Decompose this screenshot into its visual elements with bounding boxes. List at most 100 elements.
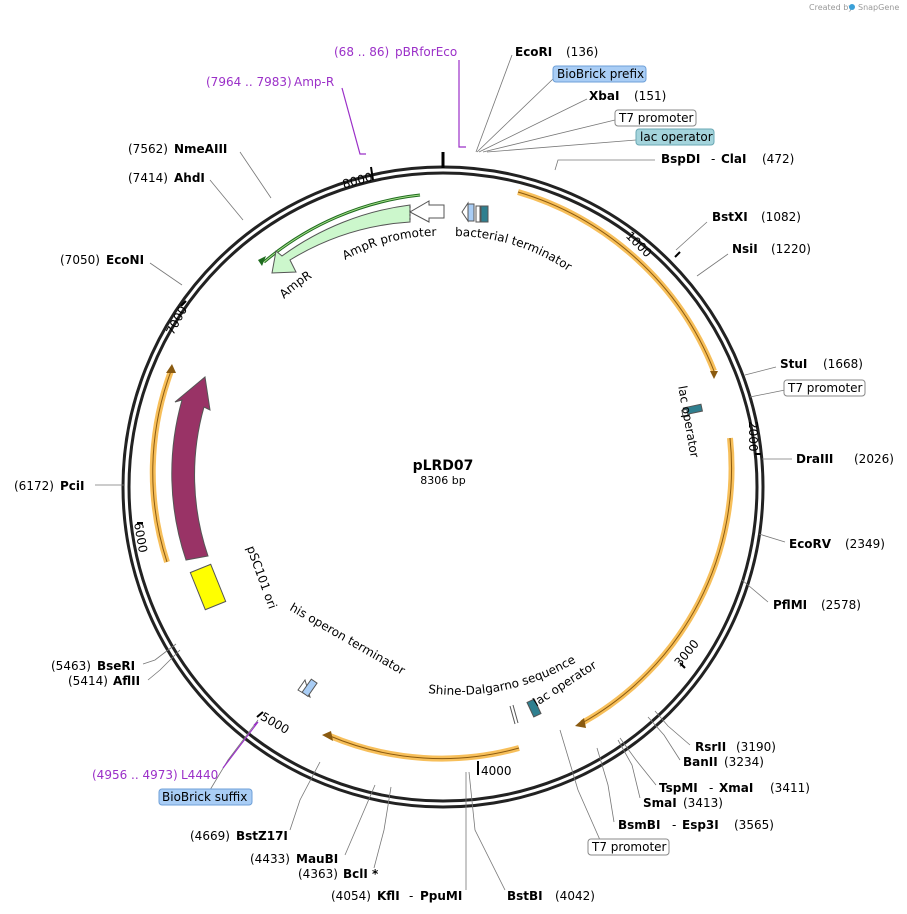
tick-label-5000: 5000 xyxy=(258,709,291,736)
enzyme-draiii-pos: (2026) xyxy=(854,452,894,466)
orf-arrowhead-right xyxy=(575,718,586,728)
enzyme-bcli-pos: (4363) xyxy=(298,867,338,881)
enzyme-nsii-pos: (1220) xyxy=(771,242,811,256)
psc101-ori-block xyxy=(189,563,227,611)
ampr-orf-arrowhead xyxy=(258,256,266,266)
enzyme-ahdi-name[interactable]: AhdI xyxy=(174,171,205,185)
psc101-ori-label: pSC101 ori xyxy=(244,544,280,611)
enzyme-pcii-name[interactable]: PciI xyxy=(60,479,85,493)
enzyme-beseri-name[interactable]: BseRI xyxy=(97,659,135,673)
biobrick-prefix-box xyxy=(552,65,647,83)
ampr-orf-line-highlight xyxy=(263,194,421,263)
enzyme-kfli-name[interactable]: KflI xyxy=(377,889,400,903)
enzyme-xmai-name[interactable]: XmaI xyxy=(719,781,753,795)
orf-arrowhead-top-right xyxy=(710,371,718,379)
enzyme-econi-name[interactable]: EcoNI xyxy=(106,253,144,267)
enzyme-tspmi-name[interactable]: TspMI xyxy=(659,781,698,795)
t7-promoter-mark-right xyxy=(681,408,689,418)
primer-ampr-name: Amp-R xyxy=(294,75,334,89)
orf-arc-bottom xyxy=(328,733,520,762)
primer-pbrforeco-line xyxy=(458,60,466,148)
primers xyxy=(222,60,466,769)
enzyme-bsmbi-name[interactable]: BsmBI xyxy=(618,818,660,832)
t7-promoter-bottom-box xyxy=(587,838,670,856)
enzyme-nsii-name[interactable]: NsiI xyxy=(732,242,758,256)
orf-arc-bottom-core xyxy=(329,735,520,760)
lac-operator-right-label: lac operator xyxy=(675,385,701,459)
enzyme-stui-pos: (1668) xyxy=(823,357,863,371)
enzyme-ecorv-pos: (2349) xyxy=(845,537,885,551)
enzyme-econi-pos: (7050) xyxy=(60,253,100,267)
enzyme-bstxi-pos: (1082) xyxy=(761,210,801,224)
enzyme-bsmbi-sep: - xyxy=(672,818,676,832)
enzyme-ecori-name[interactable]: EcoRI xyxy=(515,45,552,59)
backbone-outer-strand xyxy=(121,165,765,809)
enzyme-pflmi-name[interactable]: PflMI xyxy=(773,598,807,612)
t7-promoter-mark-top xyxy=(475,205,481,223)
biobrick-suffix-mark xyxy=(301,678,318,697)
rep101-label: Rep101 xyxy=(203,461,219,512)
t7-promoter-right-box xyxy=(783,379,866,397)
enzyme-bcli-name[interactable]: BclI * xyxy=(343,867,379,881)
enzyme-esp3i-name[interactable]: Esp3I xyxy=(682,818,719,832)
biobrick-prefix-label: BioBrick prefix xyxy=(557,67,644,81)
t7-promoter-bottom-label: T7 promoter xyxy=(591,840,667,854)
enzyme-draiii-name[interactable]: DraIII xyxy=(796,452,833,466)
tick-label-7000: 7000 xyxy=(163,304,190,338)
enzyme-maubi-name[interactable]: MauBI xyxy=(296,852,338,866)
rep101-arrow xyxy=(171,376,211,561)
enzyme-smai-pos: (3413) xyxy=(683,796,723,810)
right-lac-features xyxy=(681,403,704,418)
bottom-lac-features xyxy=(509,698,542,725)
enzyme-bstbi-name[interactable]: BstBI xyxy=(507,889,543,903)
enzyme-xbai-name[interactable]: XbaI xyxy=(589,89,619,103)
rep101-feature: Rep101 xyxy=(171,376,219,561)
snapgene-logo-icon xyxy=(849,4,855,10)
ampr-arrow xyxy=(271,204,411,274)
orf-arc-top-right-core xyxy=(517,191,715,372)
enzyme-ppumi-name[interactable]: PpuMI xyxy=(420,889,462,903)
enzyme-rsrii-name[interactable]: RsrII xyxy=(695,740,726,754)
credit-brand: SnapGene xyxy=(858,3,899,12)
plasmid-length: 8306 bp xyxy=(420,474,465,487)
lac-operator-mark-top xyxy=(480,205,489,223)
ampr-promoter-arrow xyxy=(408,200,445,223)
orf-arrowhead-left xyxy=(166,364,176,373)
enzyme-bstz17i-name[interactable]: BstZ17I xyxy=(236,829,288,843)
backbone xyxy=(121,152,765,809)
enzyme-ecori-pos: (136) xyxy=(566,45,598,59)
tick-label-2000: 2000 xyxy=(746,421,760,452)
shine-dalgarno-mark-a xyxy=(509,705,516,725)
tick-3000 xyxy=(679,662,686,669)
enzyme-clai-name[interactable]: ClaI xyxy=(721,152,746,166)
enzyme-nmeaiii-name[interactable]: NmeAIII xyxy=(174,142,227,156)
enzyme-bstxi-name[interactable]: BstXI xyxy=(712,210,748,224)
enzyme-bspdi-name[interactable]: BspDI xyxy=(661,152,700,166)
biobrick-suffix-box xyxy=(158,788,253,806)
enzyme-aflii-name[interactable]: AflII xyxy=(113,674,140,688)
enzyme-ecorv-name[interactable]: EcoRV xyxy=(789,537,832,551)
enzyme-nmeaiii-pos: (7562) xyxy=(128,142,168,156)
enzyme-bstbi-pos: (4042) xyxy=(555,889,595,903)
enzyme-xbai-pos: (151) xyxy=(634,89,666,103)
enzyme-bstz17i-pos: (4669) xyxy=(190,829,230,843)
enzyme-smai-name[interactable]: SmaI xyxy=(643,796,677,810)
tick-label-8000: 8000 xyxy=(341,170,374,191)
enzyme-stui-name[interactable]: StuI xyxy=(780,357,807,371)
orf-arc-left-core xyxy=(152,370,172,563)
orf-arrowhead-bottom xyxy=(322,731,333,741)
enzyme-rsrii-pos: (3190) xyxy=(736,740,776,754)
enzyme-tspmi-sep: - xyxy=(709,781,713,795)
biobrick-suffix-label: BioBrick suffix xyxy=(162,790,247,804)
tick-label-4000: 4000 xyxy=(481,764,512,778)
enzyme-banii-name[interactable]: BanII xyxy=(683,755,718,769)
enzyme-beseri-pos: (5463) xyxy=(51,659,91,673)
orf-arc-right-core xyxy=(581,437,733,724)
primer-l4440-name: L4440 xyxy=(181,768,218,782)
primer-pbrforeco-pos: (68 .. 86) xyxy=(334,45,389,59)
enzyme-labels: EcoRI (136) XbaI (151) BspDI - ClaI (472… xyxy=(14,45,894,903)
connector-lines xyxy=(95,54,792,891)
tick-label-6000: 6000 xyxy=(131,521,150,554)
enzyme-banii-pos: (3234) xyxy=(724,755,764,769)
